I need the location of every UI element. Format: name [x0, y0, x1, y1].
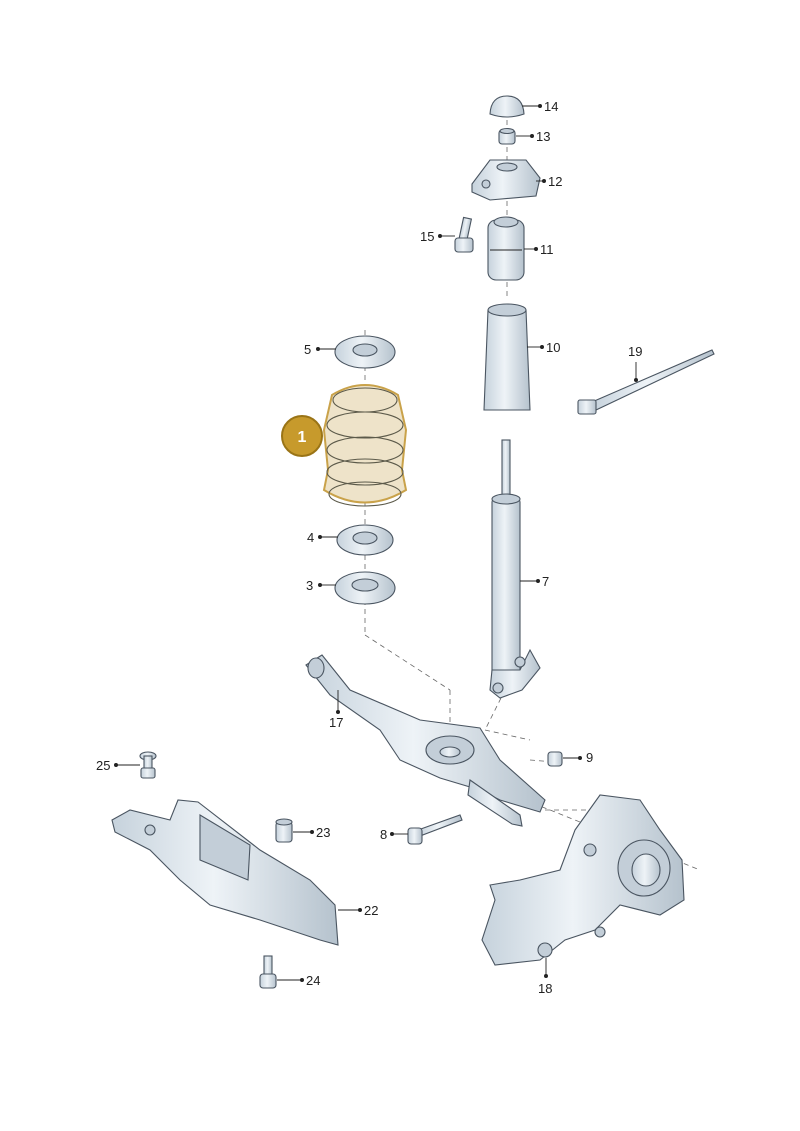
part-17-transverse-link[interactable]: [305, 654, 546, 827]
callout-9: 9: [586, 750, 593, 765]
callout-15: 15: [420, 229, 434, 244]
callout-22: 22: [364, 903, 378, 918]
part-13-nut[interactable]: [498, 127, 516, 145]
part-8-bolt[interactable]: [407, 814, 463, 845]
highlight-badge[interactable]: 1: [281, 415, 323, 457]
part-14-protective-cap[interactable]: [489, 95, 525, 118]
part-19-cable-tie[interactable]: [577, 349, 715, 415]
part-15-bolt[interactable]: [454, 216, 474, 253]
part-5-upper-spring-seat[interactable]: [334, 335, 396, 369]
badge-label: 1: [298, 429, 307, 446]
part-25-clip-bolt[interactable]: [139, 751, 157, 779]
part-24-bolt[interactable]: [259, 955, 277, 989]
callout-14: 14: [544, 99, 558, 114]
callout-8: 8: [380, 827, 387, 842]
part-18-wheel-bearing-housing[interactable]: [481, 794, 685, 966]
part-1-coil-spring[interactable]: [322, 384, 408, 507]
callout-3: 3: [306, 578, 313, 593]
part-9-nut[interactable]: [547, 751, 563, 767]
part-7-shock-absorber[interactable]: [489, 439, 541, 699]
callout-19: 19: [628, 344, 642, 359]
part-3-lower-spring-seat[interactable]: [334, 571, 396, 605]
callout-17: 17: [329, 715, 343, 730]
callouts: 14 13 12 15 11 10 19 5 4 3 7 17 9 25 23 …: [96, 99, 642, 996]
part-12-top-mount[interactable]: [471, 159, 541, 201]
part-22-underbody-cover[interactable]: [111, 799, 339, 946]
part-11-bump-stop[interactable]: [487, 216, 525, 281]
part-4-spring-pad[interactable]: [336, 524, 394, 556]
callout-13: 13: [536, 129, 550, 144]
part-23-spacer-sleeve[interactable]: [275, 818, 293, 843]
callout-23: 23: [316, 825, 330, 840]
callout-11: 11: [540, 242, 554, 257]
callout-18: 18: [538, 981, 552, 996]
callout-4: 4: [307, 530, 314, 545]
callout-25: 25: [96, 758, 110, 773]
callout-7: 7: [542, 574, 549, 589]
part-10-protective-sleeve[interactable]: [483, 303, 531, 411]
callout-10: 10: [546, 340, 560, 355]
callout-12: 12: [548, 174, 562, 189]
callout-24: 24: [306, 973, 320, 988]
callout-5: 5: [304, 342, 311, 357]
